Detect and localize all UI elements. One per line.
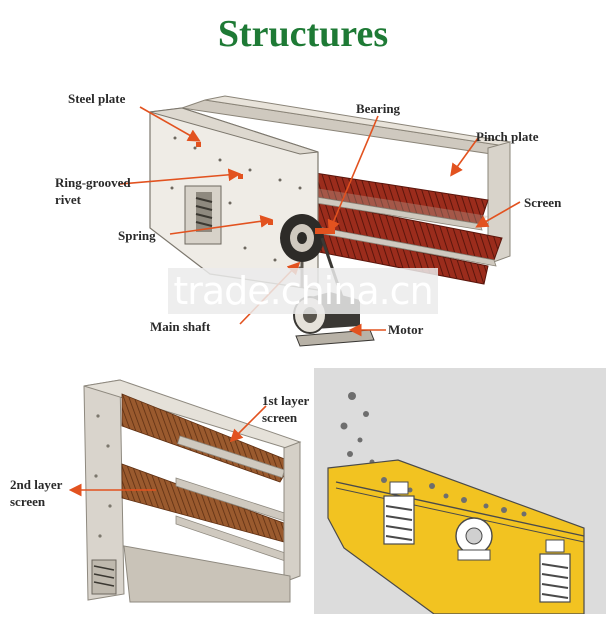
label-first-layer: 1st layer [262,392,309,409]
schematic-exciter [456,518,492,560]
label-second-layer: 2nd layer [10,476,62,493]
label-spring: Spring [118,227,156,244]
label-screen: Screen [524,194,561,211]
label-main-shaft: Main shaft [150,318,210,335]
working-principle-schematic [314,368,606,614]
label-steel-plate: Steel plate [68,90,125,107]
label-pinch-plate: Pinch plate [476,128,538,145]
label-motor: Motor [388,321,423,338]
rivet-marker-1 [196,142,201,147]
label-rivet: rivet [55,191,81,208]
vibrating-screen-diagram [0,78,606,368]
label-bearing: Bearing [356,100,400,117]
label-second-layer-screen: screen [10,493,45,510]
rivet-marker-2 [238,174,243,179]
spring-assembly [185,186,221,244]
label-ring-grooved: Ring-grooved [55,174,131,191]
watermark: trade.china.cn [168,268,438,314]
label-first-layer-screen: screen [262,409,297,426]
page-title: Structures [0,12,606,56]
schematic-drawing [314,368,606,614]
layer-screen-photo: 1st layer screen 2nd layer screen [0,366,312,614]
